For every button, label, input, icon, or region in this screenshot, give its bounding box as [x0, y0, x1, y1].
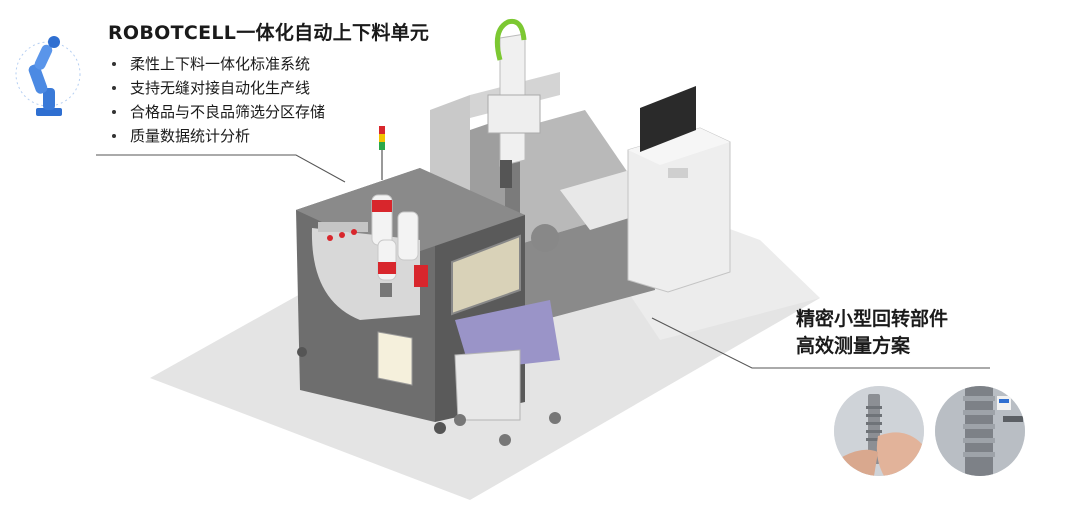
cell-window [451, 234, 521, 316]
callout-line-1: 精密小型回转部件 [796, 308, 949, 330]
feature-list: 柔性上下料一体化标准系统 支持无缝对接自动化生产线 合格品与不良品筛选分区存储 … [110, 52, 325, 148]
robot-arm-icon [15, 36, 81, 116]
page-title: ROBOTCELL一体化自动上下料单元 [108, 22, 430, 44]
title-leader-line [96, 154, 346, 183]
monitor-screen [640, 86, 696, 152]
signal-tower [379, 126, 385, 180]
collaborative-robot [371, 194, 428, 297]
feature-item: 质量数据统计分析 [110, 124, 325, 148]
solution-callout: 精密小型回转部件 高效测量方案 [796, 306, 948, 360]
feature-item: 合格品与不良品筛选分区存储 [110, 100, 325, 124]
part-in-hand-photo [834, 386, 924, 476]
access-door [377, 331, 413, 386]
part-closeup-photo [935, 386, 1025, 476]
callout-leader-line [651, 317, 990, 369]
feature-item: 柔性上下料一体化标准系统 [110, 52, 325, 76]
tool-rack [318, 222, 368, 241]
callout-line-2: 高效测量方案 [796, 335, 911, 357]
control-cabinet [627, 86, 731, 293]
feature-item: 支持无缝对接自动化生产线 [110, 76, 325, 100]
